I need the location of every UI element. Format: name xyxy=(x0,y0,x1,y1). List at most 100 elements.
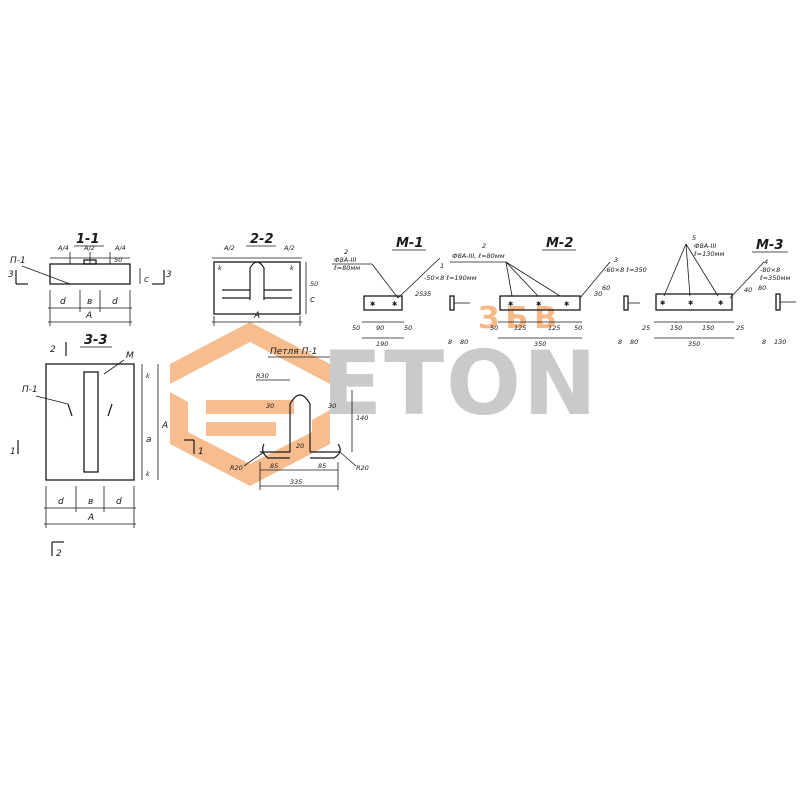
cut-mark-1-right: 1 xyxy=(198,447,204,457)
loop-r20-right: R20 xyxy=(356,464,369,472)
frac-a2-left: A/2 xyxy=(223,244,235,252)
plate-m1-title: М-1 xyxy=(396,236,423,251)
m3-note-len: ℓ=130мм xyxy=(694,250,724,258)
m2-vert-60: 60 xyxy=(602,284,610,292)
dim-A: A xyxy=(85,311,92,321)
loop-dim-85a: 85 xyxy=(270,462,278,470)
plate-m1-body xyxy=(363,295,403,311)
watermark: ETON ЗБВ xyxy=(170,301,599,486)
loop-r30: R30 xyxy=(256,372,269,380)
section-1-1: 1-1 A/4 A/2 A/4 П-1 3 3 50 c d в d A xyxy=(8,232,172,326)
section-2-2: 2-2 A/2 A/2 k k 50 c A xyxy=(212,232,318,326)
dim-50-right: 50 xyxy=(310,280,318,288)
dim-k-right: k xyxy=(290,264,294,272)
svg-text:✱: ✱ xyxy=(392,300,397,308)
m3-dim-150a: 150 xyxy=(670,324,682,332)
frac-a2-right: A/2 xyxy=(283,244,295,252)
m3-dim-130: 130 xyxy=(774,338,786,346)
dim-d-left: d xyxy=(60,297,66,307)
loop-dim-140: 140 xyxy=(356,414,368,422)
plate-m3-side xyxy=(775,293,781,311)
m3-dim-25b: 25 xyxy=(736,324,744,332)
plate-m3: М-3 5 Ф8А-III ℓ=130мм 4 -80×8 ℓ=350мм ✱ … xyxy=(642,234,796,348)
m3-vert-40a: 40 xyxy=(744,286,752,294)
watermark-sub: ЗБВ xyxy=(478,301,563,336)
svg-text:✱: ✱ xyxy=(660,299,665,307)
m2-note2-num: 3 xyxy=(614,256,618,264)
dim-A-vert: A xyxy=(161,421,168,431)
dim-k-left: k xyxy=(218,264,222,272)
section-2-2-title: 2-2 xyxy=(250,232,274,247)
m2-dim-50b: 50 xyxy=(574,324,582,332)
m2-dim-125a: 125 xyxy=(514,324,526,332)
svg-text:✱: ✱ xyxy=(564,300,569,308)
loop-bend xyxy=(289,394,311,452)
m2-vert-30a: 30 xyxy=(594,290,602,298)
section-1-1-title: 1-1 xyxy=(76,232,100,247)
loop-dim-30a: 30 xyxy=(266,402,274,410)
dim-k-bottom: k xyxy=(146,470,150,478)
dim-a: a xyxy=(146,435,152,445)
m3-dim-25a: 25 xyxy=(642,324,650,332)
plate-m2: М-2 2 Ф8А-III, ℓ=80мм 3 -60×8 ℓ=350 ✱ ✱ … xyxy=(450,236,647,348)
loop-in-section xyxy=(249,261,265,300)
svg-text:✱: ✱ xyxy=(688,299,693,307)
m1-dim-50a: 50 xyxy=(352,324,360,332)
svg-text:✱: ✱ xyxy=(536,300,541,308)
cut-mark-2-top: 2 xyxy=(50,345,56,355)
svg-text:✱: ✱ xyxy=(508,300,513,308)
cut-mark-1-left: 1 xyxy=(10,447,16,457)
section-3-3: 3-3 2 M П-1 1 1 a k k A d в d A 2 xyxy=(10,333,204,559)
m1-vert-25a: 25 xyxy=(415,290,423,298)
loop-r20-left: R20 xyxy=(230,464,243,472)
m3-note2-len: ℓ=350мм xyxy=(760,274,790,282)
m1-dim-8: 8 xyxy=(448,338,452,346)
m3-vert-80: 80 xyxy=(758,284,766,292)
svg-text:✱: ✱ xyxy=(370,300,375,308)
cut-mark-3-left: 3 xyxy=(8,270,14,280)
dim-d-right-3: d xyxy=(116,497,122,507)
dim-50: 50 xyxy=(114,256,122,264)
m1-note2-num: 1 xyxy=(440,262,444,270)
m1-note2-txt: -50×8 ℓ=190мм xyxy=(424,274,477,282)
m3-dim-350: 350 xyxy=(688,340,700,348)
loop-dim-335: 335 xyxy=(290,478,302,486)
m1-dim-90: 90 xyxy=(376,324,384,332)
watermark-brand: ETON xyxy=(322,332,599,435)
dim-k-top: k xyxy=(146,372,150,380)
loop-ref-label: П-1 xyxy=(10,256,26,266)
loop-p1: Петля П-1 R30 30 30 20 140 R20 R20 85 85… xyxy=(230,347,369,490)
m1-note-bar: Ф8А-III xyxy=(334,256,356,264)
m1-dim-50b: 50 xyxy=(404,324,412,332)
m1-dim-190: 190 xyxy=(376,340,388,348)
m2-note-num: 2 xyxy=(482,242,486,250)
m3-note2-num: 4 xyxy=(764,258,768,266)
plate-m3-title: М-3 xyxy=(756,238,783,253)
plate-m2-side xyxy=(623,295,629,311)
m3-dim-150b: 150 xyxy=(702,324,714,332)
embedded-plate xyxy=(83,371,99,473)
m2-dim-8: 8 xyxy=(618,338,622,346)
dim-c: c xyxy=(144,275,149,285)
plate-m3-body xyxy=(655,293,733,311)
m1-vert-35: 35 xyxy=(423,290,431,298)
dim-b: в xyxy=(87,297,92,307)
m3-dim-8: 8 xyxy=(762,338,766,346)
plate-m2-title: М-2 xyxy=(546,236,573,251)
m1-dim-80: 80 xyxy=(460,338,468,346)
loop-title: Петля П-1 xyxy=(270,347,317,357)
section-3-3-block xyxy=(45,363,135,481)
m2-dim-125b: 125 xyxy=(548,324,560,332)
m2-dim-80: 80 xyxy=(630,338,638,346)
dim-b-3: в xyxy=(88,497,93,507)
m3-note-num: 5 xyxy=(692,234,696,242)
dim-A-2: A xyxy=(253,311,260,321)
m3-note2-txt: -80×8 xyxy=(760,266,780,274)
dim-d-left-3: d xyxy=(58,497,64,507)
loop-dim-20: 20 xyxy=(296,442,304,450)
m2-note2-txt: -60×8 ℓ=350 xyxy=(604,266,647,274)
loop-ref-label-2: П-1 xyxy=(22,385,38,395)
plate-m1: М-1 2 Ф8А-III ℓ=80мм 1 -50×8 ℓ=190мм ✱ ✱… xyxy=(332,236,477,348)
dim-A-3: A xyxy=(87,513,94,523)
m-label: M xyxy=(126,351,134,361)
